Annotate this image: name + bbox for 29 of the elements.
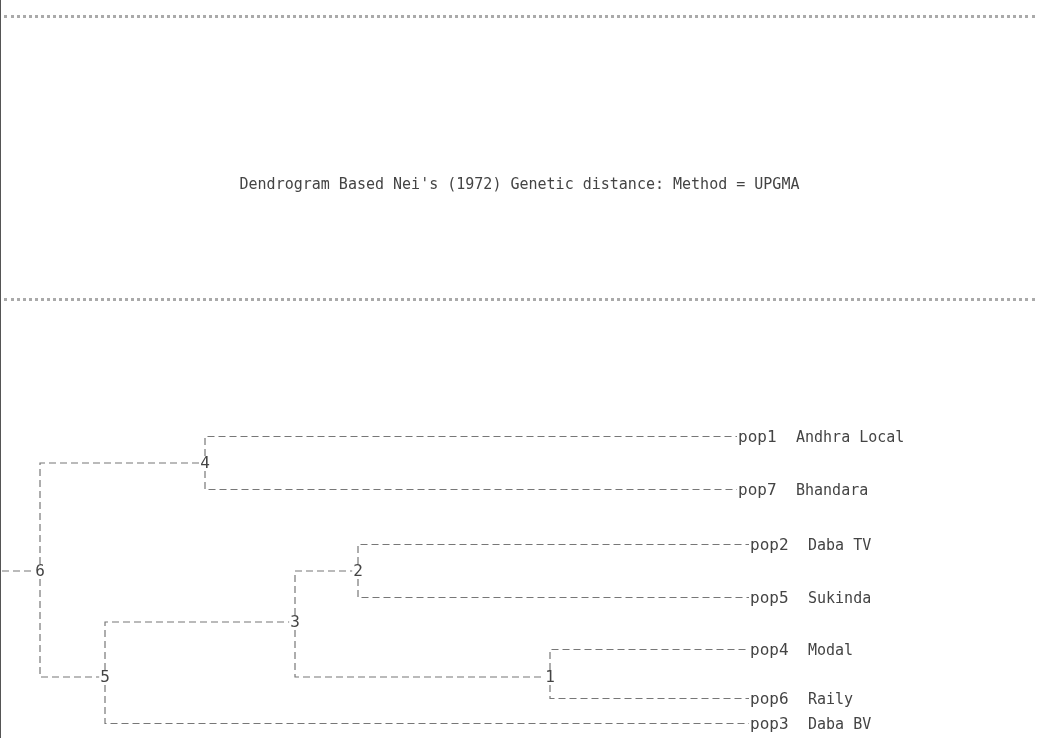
- cluster-number: 5: [100, 667, 110, 687]
- cluster-number: 1: [545, 667, 555, 687]
- tree-branch: [204, 435, 738, 457]
- leaf-label: pop6: [750, 689, 789, 708]
- cluster-number: 6: [35, 561, 45, 581]
- tree-branch: [357, 543, 750, 565]
- population-name: Andhra Local: [796, 427, 905, 447]
- leaf-label: pop5: [750, 588, 789, 607]
- population-name: Modal: [808, 640, 854, 660]
- tree-branch: [39, 462, 200, 565]
- cluster-number: 4: [200, 453, 210, 473]
- population-name: Daba TV: [808, 535, 872, 555]
- population-name: Bhandara: [796, 480, 869, 500]
- leaf-label: pop4: [750, 640, 789, 659]
- leaf-label: pop3: [750, 714, 789, 733]
- population-name: Raily: [808, 689, 854, 709]
- cluster-number: 2: [353, 561, 363, 581]
- population-name: Sukinda: [808, 588, 872, 608]
- tree-branch: [39, 578, 100, 678]
- title: Dendrogram Based Nei's (1972) Genetic distance: Method = UPGMA: [238, 175, 801, 193]
- leaf-label: pop7: [738, 480, 777, 499]
- leaf-label: pop1: [738, 427, 777, 446]
- cluster-number: 3: [290, 612, 300, 632]
- population-name: Daba BV: [808, 714, 872, 734]
- tree-branch: [549, 684, 750, 700]
- leaf-label: pop2: [750, 535, 789, 554]
- tree-branch: [357, 578, 750, 599]
- tree-branch: [104, 621, 290, 671]
- tree-branch: [294, 570, 353, 616]
